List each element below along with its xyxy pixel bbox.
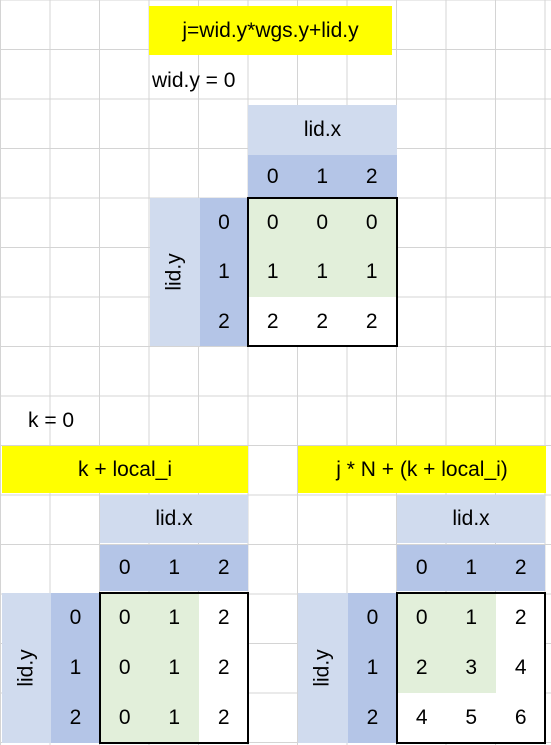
right-col-index: 1	[465, 556, 478, 579]
right-row-index: 2	[366, 706, 379, 729]
top-matrix-border	[247, 197, 398, 347]
left-cell: 1	[168, 656, 181, 679]
left-cell: 1	[168, 606, 181, 629]
k-label-text: k = 0	[28, 409, 75, 432]
right-formula: j * N + (k + local_i)	[298, 446, 546, 493]
left-cell: 2	[217, 656, 230, 679]
top-formula-text: j=wid.y*wgs.y+lid.y	[182, 18, 359, 42]
right-cell: 0	[415, 606, 428, 629]
left-green-fill	[100, 593, 199, 743]
left-cell: 1	[168, 706, 181, 729]
right-cell: 2	[415, 656, 428, 679]
right-row-index: 0	[366, 606, 379, 629]
left-col-header-text: lid.x	[155, 507, 193, 530]
right-cell: 3	[465, 656, 478, 679]
right-cell: 5	[465, 706, 478, 729]
right-col-index-bar	[397, 545, 545, 591]
right-white-fill-a	[496, 593, 545, 693]
right-col-header-text: lid.x	[452, 507, 490, 530]
top-cell: 0	[316, 210, 329, 234]
left-col-index: 1	[168, 556, 181, 579]
left-row-index-bar	[51, 593, 100, 743]
wid-label-text: wid.y = 0	[152, 68, 236, 92]
top-row-header-text: lid.y	[162, 253, 186, 291]
left-cell: 2	[217, 606, 230, 629]
right-row-index-bar	[348, 593, 397, 743]
left-row-header: lid.y	[2, 593, 51, 743]
right-white-fill-b	[397, 693, 545, 743]
top-col-index: 0	[266, 164, 279, 188]
k-label: k = 0	[28, 397, 74, 445]
left-white-fill	[199, 593, 248, 743]
top-row-index: 1	[218, 260, 230, 284]
top-cell: 1	[365, 260, 378, 284]
right-col-header: lid.x	[397, 495, 545, 543]
left-row-index: 0	[69, 606, 82, 629]
right-matrix-border	[396, 592, 546, 744]
right-cell: 1	[465, 606, 478, 629]
left-cell: 0	[118, 606, 131, 629]
right-green-fill	[397, 593, 496, 693]
wid-label: wid.y = 0	[152, 56, 235, 105]
top-green-fill	[248, 198, 397, 297]
left-cell: 0	[118, 706, 131, 729]
left-row-header-text: lid.y	[14, 649, 38, 687]
right-col-index: 0	[415, 556, 428, 579]
top-col-index-bar	[248, 155, 397, 198]
right-cell: 4	[514, 656, 527, 679]
top-cell: 2	[316, 309, 329, 333]
left-matrix-border	[99, 592, 249, 744]
left-col-index: 2	[217, 556, 230, 579]
top-white-fill	[248, 297, 397, 346]
right-formula-text: j * N + (k + local_i)	[336, 457, 508, 481]
top-row-index-bar	[200, 198, 248, 346]
top-row-header: lid.y	[150, 198, 200, 346]
right-cell: 4	[415, 706, 428, 729]
right-row-index: 1	[366, 656, 379, 679]
left-formula: k + local_i	[2, 446, 248, 493]
top-row-index: 0	[218, 210, 230, 234]
top-formula: j=wid.y*wgs.y+lid.y	[149, 6, 392, 55]
left-cell: 0	[118, 656, 131, 679]
top-col-index: 1	[316, 164, 329, 188]
top-cell: 2	[266, 309, 279, 333]
left-col-index-bar	[100, 545, 248, 591]
top-cell: 1	[266, 260, 279, 284]
left-col-header: lid.x	[100, 495, 248, 543]
top-row-index: 2	[218, 309, 230, 333]
top-col-index: 2	[365, 164, 378, 188]
left-formula-text: k + local_i	[78, 457, 172, 481]
right-row-header: lid.y	[298, 593, 348, 743]
left-row-index: 2	[69, 706, 82, 729]
left-row-index: 1	[69, 656, 82, 679]
top-cell: 0	[365, 210, 378, 234]
right-cell: 2	[514, 606, 527, 629]
right-row-header-text: lid.y	[310, 649, 334, 687]
right-col-index: 2	[514, 556, 527, 579]
left-col-index: 0	[118, 556, 131, 579]
top-cell: 2	[365, 309, 378, 333]
top-cell: 0	[266, 210, 279, 234]
right-cell: 6	[514, 706, 527, 729]
top-col-header: lid.x	[248, 105, 397, 155]
top-col-header-text: lid.x	[303, 118, 342, 141]
top-cell: 1	[316, 260, 329, 284]
left-cell: 2	[217, 706, 230, 729]
